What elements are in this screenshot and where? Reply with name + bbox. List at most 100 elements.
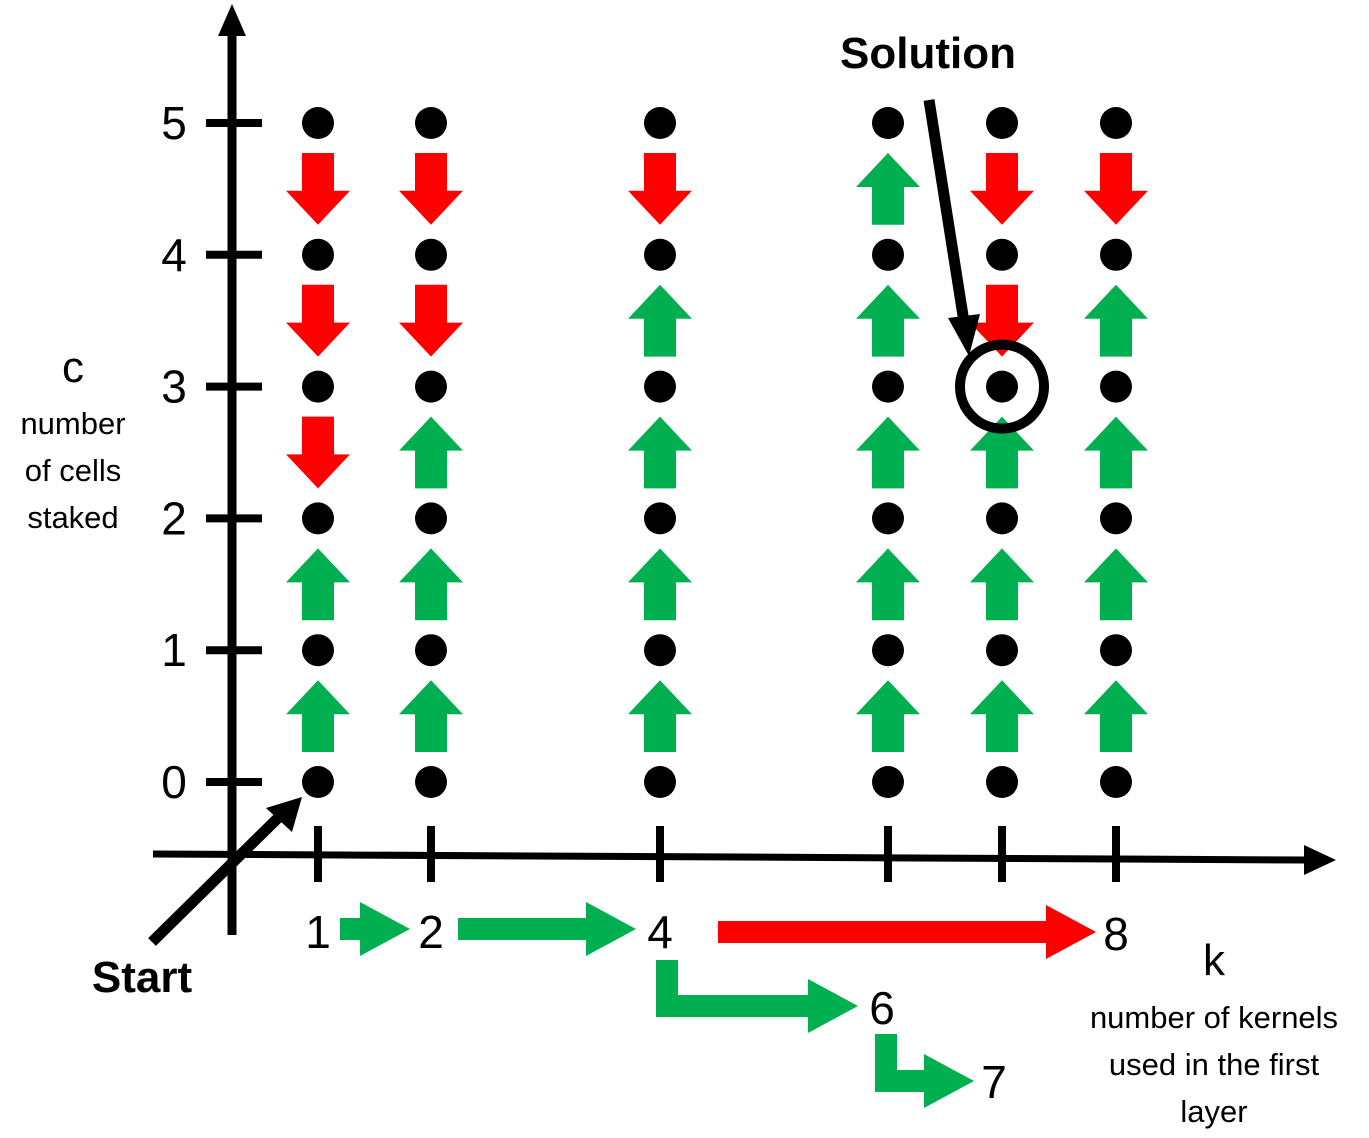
green-up-arrow	[856, 416, 920, 489]
x-axis-line	[152, 850, 1306, 864]
green-up-arrow	[970, 548, 1034, 621]
green-up-arrow	[1084, 548, 1148, 621]
green-up-arrow	[628, 548, 692, 621]
grid-dot	[302, 634, 334, 667]
grid-dot	[644, 107, 676, 139]
grid-dot	[1100, 238, 1132, 271]
grid-dot	[415, 766, 447, 798]
green-up-arrow	[856, 548, 920, 621]
x-tick-label: 1	[305, 906, 331, 958]
x-axis-desc-line3: layer	[1180, 1094, 1247, 1129]
x-tick-label: 7	[981, 1056, 1007, 1108]
grid-dot	[302, 107, 334, 139]
start-label: Start	[92, 953, 193, 1002]
transition-arrows	[286, 153, 1148, 752]
grid-points	[302, 107, 1132, 798]
path-arrow-4-to-8	[718, 905, 1096, 959]
path-arrow-1-to-2	[340, 902, 410, 956]
grid-dot	[872, 502, 904, 535]
start-arrow	[148, 810, 286, 946]
red-down-arrow	[286, 284, 350, 357]
grid-dot	[415, 502, 447, 535]
y-axis-desc-line2: of cells	[25, 453, 121, 488]
solution-arrow	[923, 99, 970, 323]
red-down-arrow	[399, 284, 463, 357]
red-down-arrow	[286, 153, 350, 225]
k-search-path	[340, 902, 1096, 1108]
red-down-arrow	[970, 153, 1034, 225]
y-tick-label: 1	[161, 624, 187, 676]
grid-dot	[415, 238, 447, 271]
y-tick-label: 5	[161, 97, 187, 149]
red-down-arrow	[286, 416, 350, 489]
red-down-arrow	[1084, 153, 1148, 225]
y-axis-desc-line1: number	[20, 406, 125, 441]
green-up-arrow	[286, 548, 350, 621]
grid-dot	[1100, 370, 1132, 403]
x-axis-desc-line1: number of kernels	[1090, 1000, 1338, 1035]
green-up-arrow	[1084, 680, 1148, 752]
green-up-arrow	[628, 416, 692, 489]
path-arrow-4-to-6	[656, 960, 858, 1033]
grid-dot	[986, 370, 1018, 403]
y-tick-label: 3	[161, 361, 187, 413]
green-up-arrow	[286, 680, 350, 752]
red-down-arrow	[970, 284, 1034, 357]
green-up-arrow	[856, 153, 920, 225]
green-up-arrow	[628, 680, 692, 752]
start-arrowhead	[266, 797, 302, 832]
x-axis-letter: k	[1203, 936, 1226, 985]
solution-arrowhead	[948, 314, 980, 356]
green-up-arrow	[970, 680, 1034, 752]
green-up-arrow	[856, 680, 920, 752]
grid-dot	[644, 502, 676, 535]
grid-dot	[986, 107, 1018, 139]
green-up-arrow	[970, 416, 1034, 489]
grid-dot	[1100, 502, 1132, 535]
green-up-arrow	[856, 284, 920, 357]
green-up-arrow	[1084, 416, 1148, 489]
grid-dot	[302, 238, 334, 271]
grid-dot	[644, 370, 676, 403]
grid-dot	[1100, 766, 1132, 798]
x-axis-arrowhead	[1304, 845, 1336, 875]
grid-dot	[415, 370, 447, 403]
green-up-arrow	[628, 284, 692, 357]
green-up-arrow	[399, 548, 463, 621]
grid-dot	[872, 634, 904, 667]
path-arrow-6-to-7	[875, 1034, 974, 1108]
grid-dot	[302, 766, 334, 798]
x-tick-label: 2	[418, 906, 444, 958]
red-down-arrow	[628, 153, 692, 225]
x-tick-label: 4	[647, 906, 673, 958]
y-axis-arrowhead	[218, 4, 246, 36]
grid-dot	[986, 634, 1018, 667]
grid-dot	[1100, 107, 1132, 139]
grid-dot	[986, 766, 1018, 798]
grid-dot	[644, 766, 676, 798]
solution-marker-circle	[955, 339, 1049, 434]
red-down-arrow	[399, 153, 463, 225]
green-up-arrow	[399, 680, 463, 752]
grid-dot	[644, 634, 676, 667]
grid-dot	[415, 107, 447, 139]
path-arrow-2-to-4	[458, 902, 636, 956]
grid-dot	[1100, 634, 1132, 667]
green-up-arrow	[399, 416, 463, 489]
grid-dot	[302, 502, 334, 535]
y-tick-label: 0	[161, 756, 187, 808]
x-axis-desc-line2: used in the first	[1109, 1047, 1320, 1082]
grid-dot	[644, 238, 676, 271]
y-tick-label: 2	[161, 492, 187, 544]
grid-dot	[302, 370, 334, 403]
grid-dot	[872, 766, 904, 798]
y-axis-desc-line3: staked	[27, 500, 118, 535]
grid-dot	[986, 502, 1018, 535]
x-tick-label: 8	[1103, 908, 1129, 960]
grid-dot	[872, 107, 904, 139]
solution-label: Solution	[840, 29, 1016, 78]
grid-dot	[986, 238, 1018, 271]
